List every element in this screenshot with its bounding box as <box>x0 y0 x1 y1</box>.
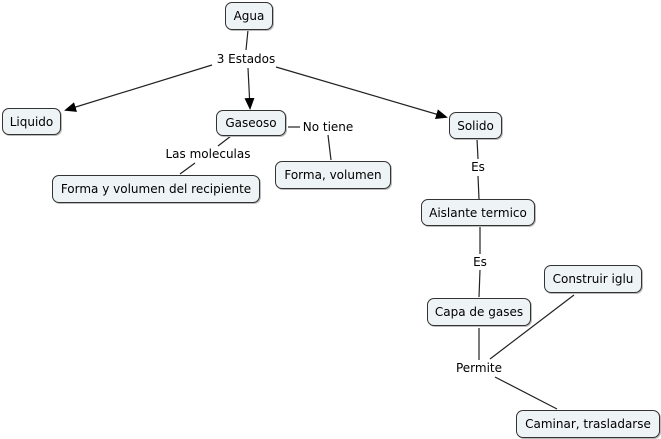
link-moleculas-recipiente <box>179 162 196 175</box>
link-es1-aislante <box>477 175 480 200</box>
concept-forma-volumen-recipiente[interactable]: Forma y volumen del recipiente <box>52 175 260 203</box>
concept-caminar-trasladarse[interactable]: Caminar, trasladarse <box>516 410 660 438</box>
link-permite-construir <box>489 294 575 360</box>
link-notiene-forma <box>327 134 332 161</box>
linking-phrase-3-estados[interactable]: 3 Estados <box>215 52 277 66</box>
link-es2-capa <box>478 269 481 298</box>
link-gaseoso-moleculas <box>217 135 232 147</box>
link-estados-gaseoso <box>244 67 255 110</box>
concept-solido[interactable]: Solido <box>449 112 502 139</box>
link-permite-caminar <box>494 376 558 410</box>
concept-forma-volumen[interactable]: Forma, volumen <box>275 161 391 189</box>
linking-phrase-no-tiene[interactable]: No tiene <box>301 120 355 134</box>
link-solido-es1 <box>476 138 479 160</box>
link-estados-liquido <box>64 64 213 112</box>
concept-construir-iglu[interactable]: Construir iglu <box>544 265 642 293</box>
concept-liquido[interactable]: Liquido <box>2 108 61 135</box>
link-estados-solido <box>275 66 448 119</box>
linking-phrase-es-2[interactable]: Es <box>472 255 488 269</box>
concept-agua[interactable]: Agua <box>225 2 273 30</box>
linking-phrase-es-1[interactable]: Es <box>470 160 486 174</box>
link-agua-estados <box>245 29 249 51</box>
linking-phrase-las-moleculas[interactable]: Las moleculas <box>164 147 252 161</box>
linking-phrase-permite[interactable]: Permite <box>454 361 504 375</box>
concept-gaseoso[interactable]: Gaseoso <box>216 110 286 136</box>
concept-aislante-termico[interactable]: Aislante termico <box>421 199 535 226</box>
concept-capa-de-gases[interactable]: Capa de gases <box>427 298 531 326</box>
